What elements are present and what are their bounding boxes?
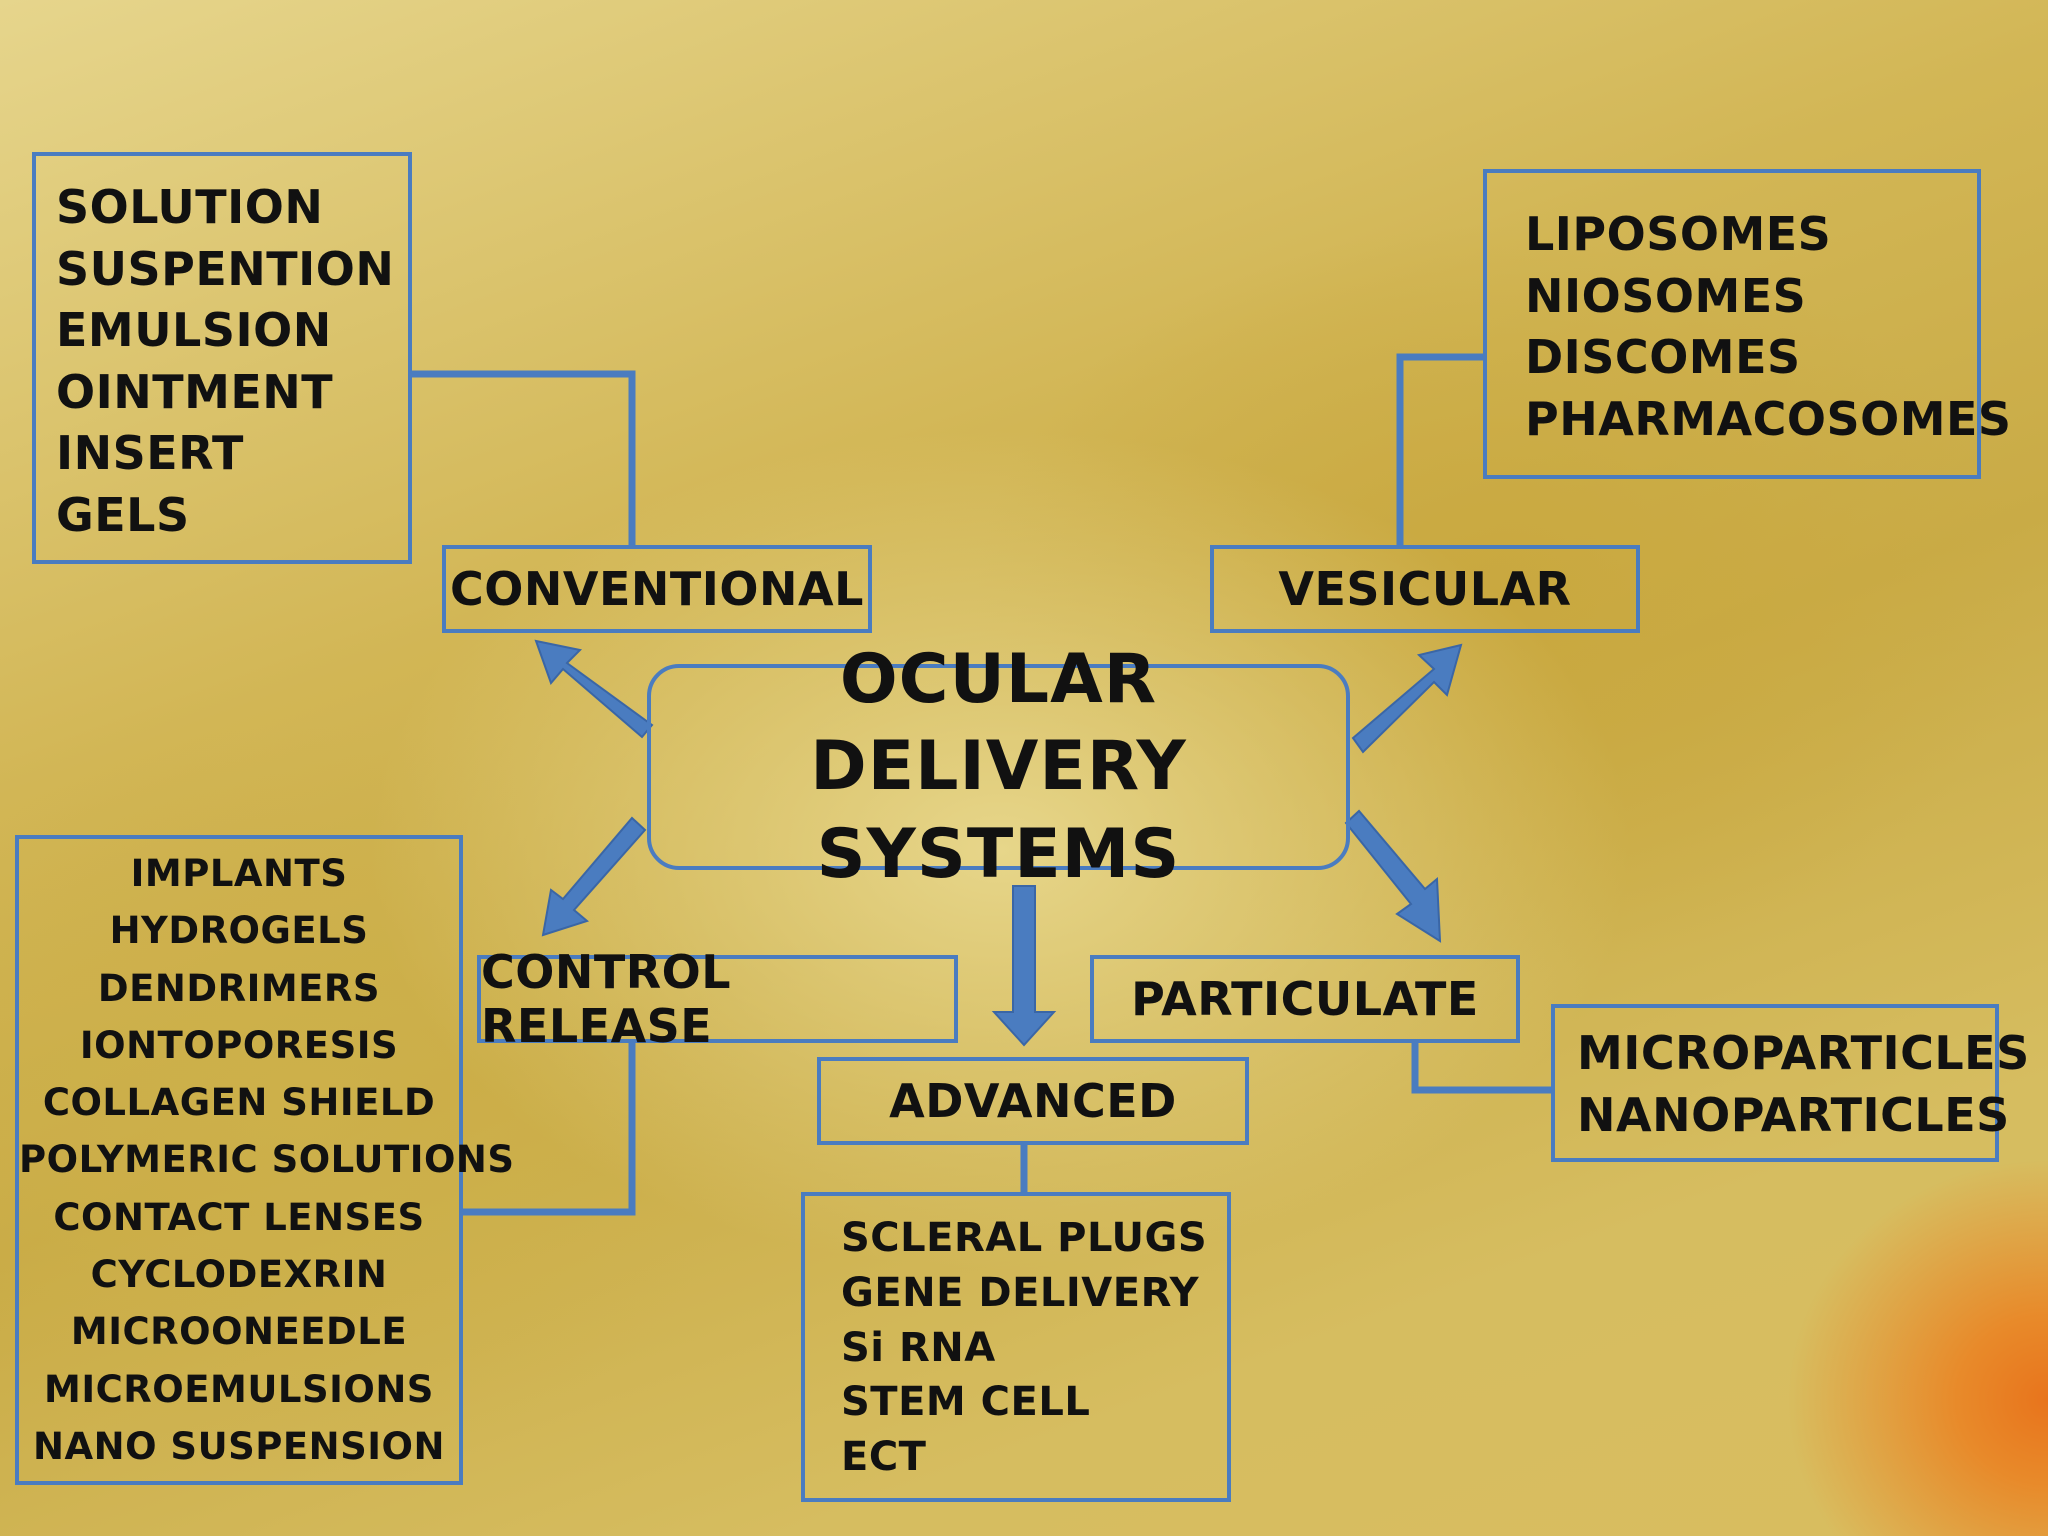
list-item: NIOSOMES [1525, 268, 1807, 323]
list-item: GENE DELIVERY [841, 1269, 1200, 1316]
list-item: Si RNA [841, 1324, 996, 1371]
list-item: OINTMENT [56, 364, 334, 419]
list-item: DENDRIMERS [97, 966, 381, 1010]
list-item: SCLERAL PLUGS [841, 1215, 1208, 1261]
conventional-list: SOLUTION SUSPENTION EMULSION OINTMENT IN… [56, 184, 408, 553]
vesicular-list: LIPOSOMES NIOSOMES DISCOMES PHARMACOSOME… [1525, 207, 2012, 457]
connector-particulate [1411, 1043, 1551, 1094]
list-item: NANOPARTICLES [1577, 1087, 2010, 1142]
center-title-line2: SYSTEMS [816, 814, 1181, 894]
list-item: CYCLODEXRIN [90, 1253, 388, 1297]
list-item: CONTACT LENSES [53, 1195, 425, 1239]
conventional-category: CONVENTIONAL [442, 545, 872, 633]
arrow-to-advanced [991, 885, 1057, 1047]
particulate-category: PARTICULATE [1090, 955, 1520, 1043]
control-release-list: IMPLANTS HYDROGELS DENDRIMERS IONTOPORES… [19, 852, 515, 1485]
advanced-list-box: SCLERAL PLUGS GENE DELIVERY Si RNA STEM … [801, 1192, 1231, 1502]
list-item: DISCOMES [1525, 330, 1801, 384]
arrow-to-vesicular [1351, 643, 1463, 754]
list-item: PHARMACOSOMES [1525, 391, 2012, 446]
list-item: MICROEMULSIONS [44, 1367, 434, 1411]
connector-control-release [463, 1043, 636, 1216]
center-title-line1: OCULAR DELIVERY [810, 640, 1187, 807]
category-label: VESICULAR [1278, 562, 1572, 616]
list-item: IMPLANTS [130, 852, 348, 895]
vesicular-category: VESICULAR [1210, 545, 1640, 633]
advanced-category: ADVANCED [817, 1057, 1249, 1145]
connector-vesicular [1396, 353, 1483, 545]
list-item: IONTOPORESIS [79, 1023, 399, 1067]
category-label: ADVANCED [889, 1074, 1177, 1128]
advanced-list: SCLERAL PLUGS GENE DELIVERY Si RNA STEM … [841, 1218, 1227, 1492]
list-item: INSERT [56, 426, 244, 480]
category-label: CONTROL RELEASE [481, 945, 732, 1053]
list-item: SOLUTION [56, 180, 324, 234]
list-item: EMULSION [56, 303, 332, 357]
list-item: STEM CELL [841, 1379, 1091, 1426]
control-release-category: CONTROL RELEASE [477, 945, 958, 1053]
list-item: ECT [841, 1434, 927, 1481]
center-title-box: OCULAR DELIVERY SYSTEMS [647, 640, 1350, 894]
particulate-list-box: MICROPARTICLES NANOPARTICLES [1551, 1004, 2030, 1162]
conventional-list-box: SOLUTION SUSPENTION EMULSION OINTMENT IN… [32, 152, 412, 564]
list-item: POLYMERIC SOLUTIONS [19, 1138, 515, 1182]
category-label: CONVENTIONAL [450, 562, 864, 616]
control-release-list-box: IMPLANTS HYDROGELS DENDRIMERS IONTOPORES… [15, 835, 515, 1485]
particulate-list: MICROPARTICLES NANOPARTICLES [1577, 1026, 2030, 1153]
arrow-to-conventional [534, 639, 654, 739]
list-item: GELS [56, 487, 190, 542]
list-item: SUSPENTION [56, 241, 395, 296]
list-item: HYDROGELS [109, 909, 369, 953]
arrow-to-particulate [1344, 809, 1442, 943]
list-item: MICROPARTICLES [1577, 1026, 2030, 1080]
list-item: LIPOSOMES [1525, 207, 1832, 261]
vesicular-list-box: LIPOSOMES NIOSOMES DISCOMES PHARMACOSOME… [1483, 169, 2012, 479]
category-label: PARTICULATE [1131, 972, 1479, 1026]
arrow-to-control-release [541, 816, 647, 937]
list-item: COLLAGEN SHIELD [42, 1081, 436, 1125]
list-item: MICROONEEDLE [70, 1310, 408, 1354]
connector-conventional [412, 370, 636, 545]
list-item: NANO SUSPENSION [33, 1424, 445, 1468]
